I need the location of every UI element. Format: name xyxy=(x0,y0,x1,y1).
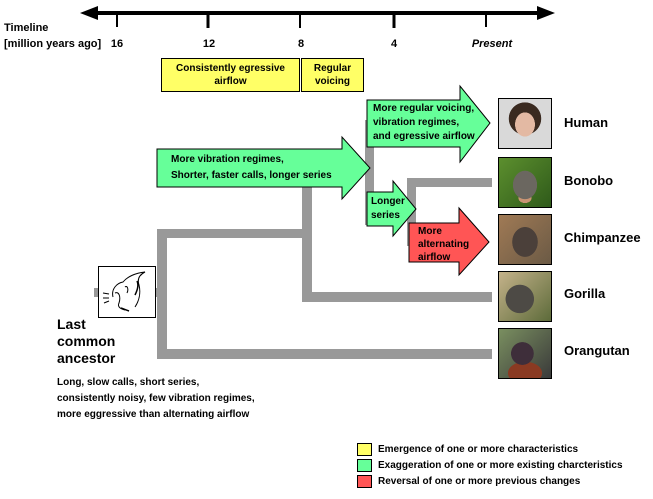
emergence-box-egressive-line1: Consistently egressive xyxy=(176,63,285,74)
ancestor-desc-line1: Long, slow calls, short series, xyxy=(57,377,200,388)
arrow-pan-line2: series xyxy=(371,210,400,221)
legend-label-reversal: Reversal of one or more previous changes xyxy=(378,475,581,487)
branch-node-8 xyxy=(302,170,312,302)
arrow-human-text: More regular voicing, vibration regimes,… xyxy=(373,102,475,144)
arrow-human xyxy=(366,84,491,164)
emergence-box-voicing-line2: voicing xyxy=(314,76,350,87)
species-label-chimpanzee: Chimpanzee xyxy=(564,230,641,245)
timeline-title: Timeline xyxy=(4,22,49,34)
ancestor-desc-line3: more eggressive than alternating airflow xyxy=(57,409,250,420)
arrow-main-text: More vibration regimes, Shorter, faster … xyxy=(171,153,332,183)
species-label-human: Human xyxy=(564,115,609,130)
branch-african-apes xyxy=(157,229,307,238)
tick-label-8: 8 xyxy=(297,38,305,50)
ancestor-title-line1: Last xyxy=(57,316,86,332)
arrow-chimp-line3: airflow xyxy=(418,252,451,263)
arrow-human-line3: and egressive airflow xyxy=(373,131,475,142)
timeline-arrow-right xyxy=(537,6,555,20)
legend-label-emergence: Emergence of one or more characteristics xyxy=(378,443,579,455)
photo-orangutan xyxy=(498,328,552,379)
tick-label-present: Present xyxy=(471,38,513,50)
timeline-unit: [million years ago] xyxy=(4,38,102,50)
legend-swatch-green xyxy=(357,458,372,472)
legend-item-emergence: Emergence of one or more characteristics xyxy=(357,441,623,457)
arrow-main xyxy=(156,135,371,201)
arrow-pan-line1: Longer xyxy=(371,196,405,207)
legend-item-reversal: Reversal of one or more previous changes xyxy=(357,473,623,489)
arrow-pan-text: Longer series xyxy=(371,195,405,223)
branch-orangutan xyxy=(157,349,492,359)
photo-chimpanzee xyxy=(498,214,552,265)
arrow-chimp-text: More alternating airflow xyxy=(418,225,469,264)
branch-gorilla xyxy=(302,292,492,302)
ancestor-drawing xyxy=(98,266,156,318)
photo-gorilla xyxy=(498,271,552,322)
tick-label-12: 12 xyxy=(202,38,216,50)
legend-label-exaggeration: Exaggeration of one or more existing cha… xyxy=(378,459,623,471)
ancestor-title-line2: common xyxy=(57,333,116,349)
branch-bonobo xyxy=(407,178,492,187)
tick-label-16: 16 xyxy=(110,38,124,50)
species-label-orangutan: Orangutan xyxy=(564,343,630,358)
ancestor-title-line3: ancestor xyxy=(57,350,116,366)
photo-bonobo xyxy=(498,157,552,208)
arrow-main-line1: More vibration regimes, xyxy=(171,154,284,165)
species-label-gorilla: Gorilla xyxy=(564,286,606,301)
ancestor-description: Long, slow calls, short series, consiste… xyxy=(57,375,255,423)
branch-node-hominini xyxy=(365,120,374,225)
legend-item-exaggeration: Exaggeration of one or more existing cha… xyxy=(357,457,623,473)
arrow-chimp-line2: alternating xyxy=(418,239,470,250)
branch-root xyxy=(157,229,167,359)
species-label-bonobo: Bonobo xyxy=(564,173,614,188)
arrow-human-line1: More regular voicing, xyxy=(373,103,475,114)
arrow-chimp-line1: More xyxy=(418,226,442,237)
emergence-box-egressive-line2: airflow xyxy=(214,76,247,87)
timeline-arrow-left xyxy=(80,6,98,20)
emergence-box-voicing: Regular voicing xyxy=(301,58,364,92)
emergence-box-egressive: Consistently egressive airflow xyxy=(161,58,300,92)
arrow-chimp xyxy=(408,206,490,277)
legend-swatch-yellow xyxy=(357,442,372,456)
legend: Emergence of one or more characteristics… xyxy=(357,441,623,489)
ancestor-desc-line2: consistently noisy, few vibration regime… xyxy=(57,393,255,404)
ancestor-title: Last common ancestor xyxy=(57,316,115,367)
tick-label-4: 4 xyxy=(390,38,398,50)
arrow-main-line2: Shorter, faster calls, longer series xyxy=(171,170,332,181)
branch-ancestor-stub xyxy=(94,288,100,297)
calling-ape-icon xyxy=(102,271,146,312)
arrow-pan xyxy=(366,179,417,238)
arrow-human-line2: vibration regimes, xyxy=(373,117,460,128)
photo-human xyxy=(498,98,552,149)
emergence-box-voicing-line1: Regular xyxy=(313,63,352,74)
legend-swatch-red xyxy=(357,474,372,488)
